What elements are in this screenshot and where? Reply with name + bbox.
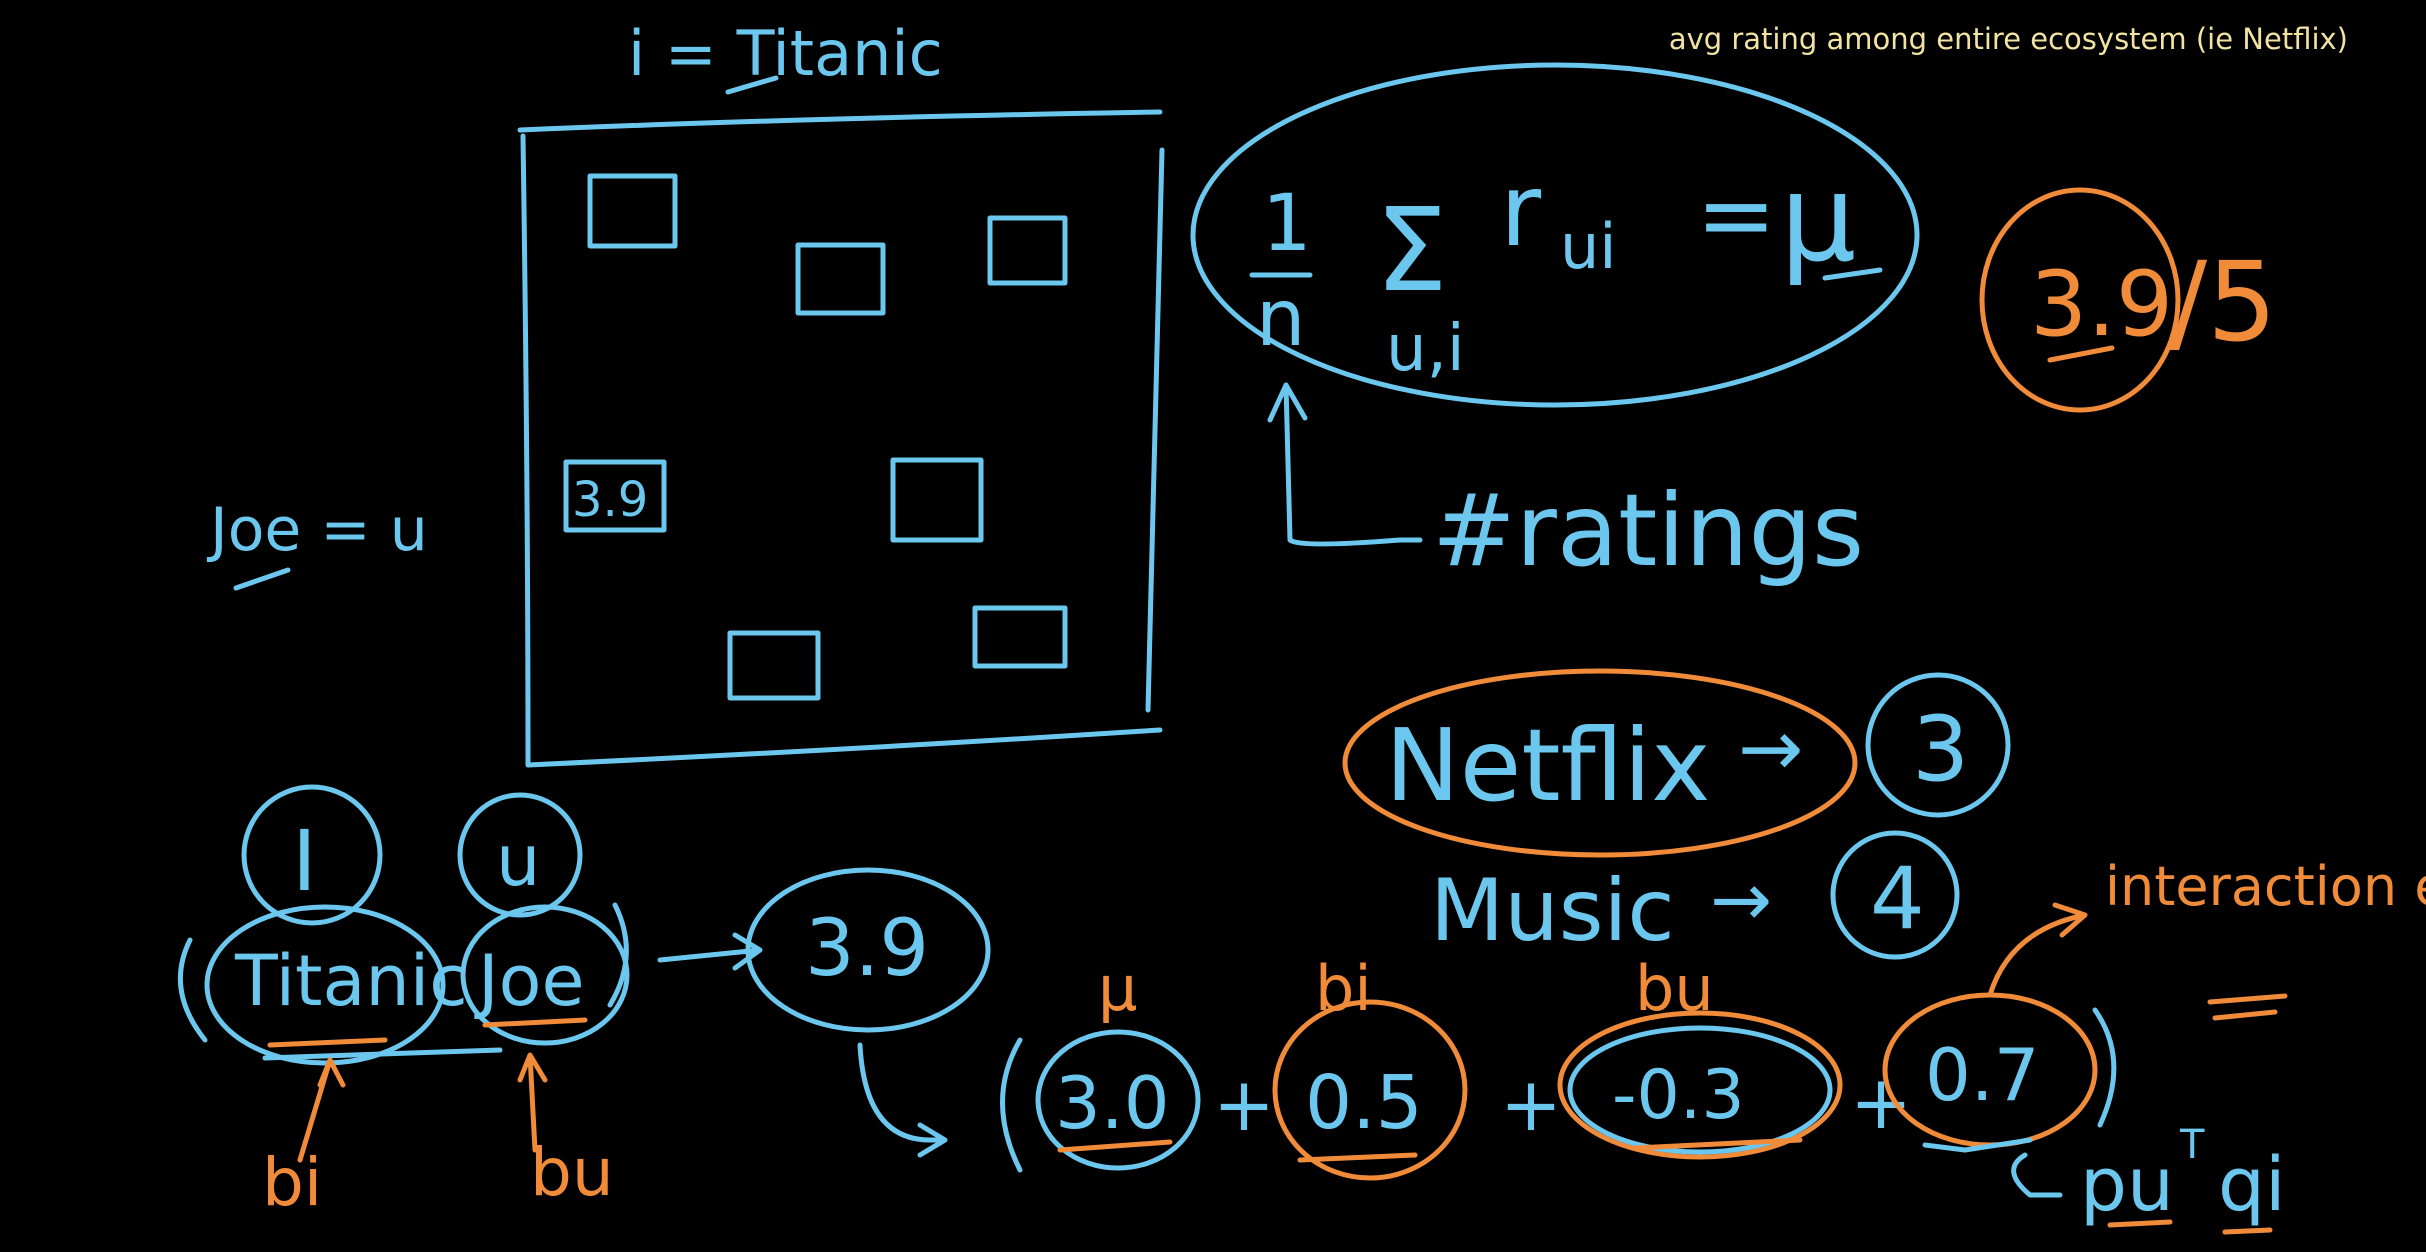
platform-netflix-arrow: → bbox=[1738, 704, 1803, 794]
pair-bi-label: bi bbox=[262, 1144, 322, 1221]
decomp-term-bi: 0.5 bbox=[1305, 1060, 1423, 1146]
pair-open-paren bbox=[177, 937, 208, 1043]
pair-u-label: u bbox=[496, 820, 540, 902]
bu-term-underline bbox=[1632, 1137, 1803, 1151]
item-underline bbox=[725, 75, 779, 95]
pair-link bbox=[262, 1047, 503, 1061]
matrix-cell bbox=[587, 173, 678, 249]
decomp-interaction-sup: T bbox=[2179, 1122, 2205, 1168]
formula-term: r bbox=[1500, 152, 1542, 269]
formula-ellipse bbox=[1190, 62, 1920, 408]
decomp-mu-label: μ bbox=[1098, 952, 1137, 1025]
matrix-user-label: Joe = u bbox=[206, 495, 428, 565]
platform-netflix-value: 3 bbox=[1912, 697, 1969, 802]
decomp-mu-circle bbox=[1035, 1029, 1201, 1171]
pair-item-circle bbox=[204, 904, 446, 1066]
overall-rating-value: 3.9 bbox=[2030, 252, 2173, 357]
decomposition-arrow bbox=[857, 1042, 948, 1158]
pair-item: Titanic bbox=[234, 940, 468, 1022]
latent-factor-underline bbox=[2107, 1219, 2273, 1235]
decomp-bi-circle bbox=[1272, 999, 1468, 1181]
formula-n-note: #ratings bbox=[1432, 472, 1864, 589]
pair-underlines bbox=[267, 1017, 588, 1048]
platform-music-arrow: → bbox=[1710, 857, 1772, 943]
formula-sigma: Σ bbox=[1375, 184, 1448, 318]
n-note-arrow bbox=[1283, 382, 1423, 547]
empty-rating-cells bbox=[587, 173, 1068, 701]
matrix-cell bbox=[987, 215, 1068, 286]
interaction-arrow bbox=[1987, 902, 2088, 998]
latent-factor-arrow bbox=[2011, 1152, 2063, 1198]
decomp-term-bu: -0.3 bbox=[1612, 1056, 1745, 1135]
decomp-plus-2: + bbox=[1500, 1062, 1562, 1148]
mu-term-underline bbox=[1057, 1139, 1173, 1153]
decomp-open-paren bbox=[1000, 1037, 1023, 1173]
decomp-term-mu: 3.0 bbox=[1055, 1061, 1170, 1145]
decomp-plus-1: + bbox=[1213, 1062, 1275, 1148]
pair-result: 3.9 bbox=[805, 904, 929, 994]
platform-music-name: Music bbox=[1430, 861, 1675, 961]
decomp-interaction-formula: pu bbox=[2080, 1142, 2174, 1228]
rating-matrix-box bbox=[517, 109, 1165, 768]
slide-caption: avg rating among entire ecosystem (ie Ne… bbox=[1668, 22, 2348, 56]
n-note-arrowhead bbox=[1267, 382, 1308, 423]
formula-mu: μ bbox=[1780, 150, 1856, 289]
matrix-item-label: i = Titanic bbox=[628, 17, 943, 90]
formula-term-sub: ui bbox=[1560, 210, 1617, 283]
bi-arrow bbox=[297, 1057, 346, 1163]
decomp-plus-3: + bbox=[1850, 1060, 1912, 1146]
formula-fraction-den: n bbox=[1256, 274, 1305, 364]
overall-underline bbox=[2047, 345, 2115, 363]
platform-music-value: 4 bbox=[1870, 849, 1925, 949]
pair-i-label: I bbox=[292, 812, 317, 910]
item-index-circle bbox=[241, 784, 383, 926]
netflix-value-circle bbox=[1865, 672, 2011, 818]
overall-rating-circle bbox=[1979, 187, 2181, 413]
platform-netflix-name: Netflix bbox=[1385, 707, 1711, 824]
decomp-close-paren bbox=[2092, 1007, 2117, 1128]
bu-arrow bbox=[517, 1052, 548, 1153]
pair-user: Joe bbox=[474, 940, 585, 1022]
user-underline bbox=[233, 567, 291, 591]
matrix-cell bbox=[727, 630, 821, 701]
netflix-ellipse bbox=[1342, 668, 1858, 858]
decomp-interaction-formula2: qi bbox=[2218, 1142, 2286, 1228]
interaction-label-underline bbox=[2207, 993, 2288, 1021]
decomp-term-interaction: 0.7 bbox=[1925, 1033, 2040, 1117]
matrix-known-cell bbox=[563, 459, 667, 533]
decomp-interaction-label: interaction effect bbox=[2105, 855, 2426, 918]
pair-bu-label: bu bbox=[530, 1134, 614, 1211]
bi-term-underline bbox=[1297, 1152, 1418, 1163]
decomp-bu-circle-outer bbox=[1557, 1010, 1843, 1160]
matrix-cell bbox=[890, 457, 984, 543]
music-value-circle bbox=[1830, 830, 1960, 960]
overall-rating-scale: /5 bbox=[2170, 238, 2277, 366]
pair-result-arrow bbox=[657, 932, 763, 971]
interaction-term-underline bbox=[1922, 1137, 2033, 1153]
matrix-known-rating: 3.9 bbox=[572, 472, 648, 528]
matrix-cell bbox=[972, 605, 1068, 669]
pair-result-circle bbox=[745, 867, 991, 1033]
pair-user-circle bbox=[460, 904, 630, 1046]
matrix-cell bbox=[795, 242, 886, 316]
decomp-bu-circle bbox=[1567, 1025, 1833, 1155]
formula-sum-index: u,i bbox=[1386, 312, 1465, 386]
pair-close-paren bbox=[607, 902, 629, 1008]
formula-equals: = bbox=[1696, 159, 1776, 271]
mu-underline bbox=[1822, 267, 1883, 281]
formula-fraction-num: 1 bbox=[1262, 179, 1312, 269]
user-index-circle bbox=[457, 792, 583, 918]
